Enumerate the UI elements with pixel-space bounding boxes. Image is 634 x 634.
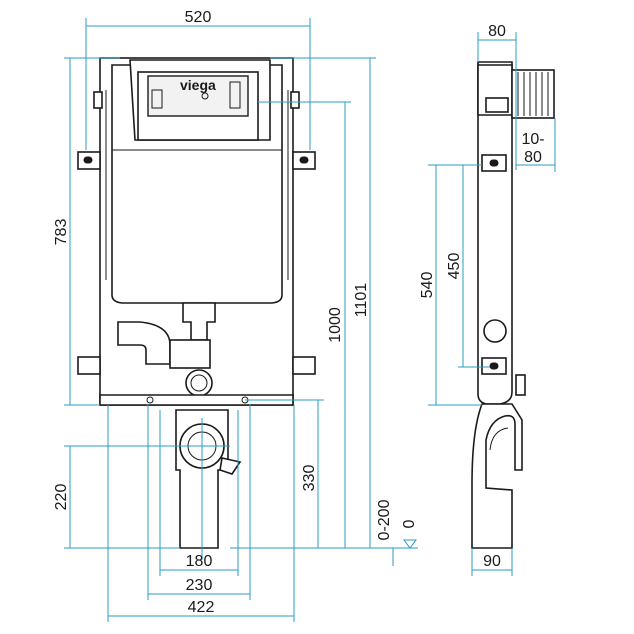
dimension-labels: 520 783 1101 1000 330 220 180 230 422 0-… xyxy=(53,9,545,616)
label-330: 330 xyxy=(301,465,318,492)
label-220: 220 xyxy=(53,484,70,511)
bolt-icon xyxy=(146,396,154,404)
mount-ear-bottom-left xyxy=(77,356,101,375)
outlet-pipe-end xyxy=(185,369,213,397)
label-230: 230 xyxy=(186,577,213,594)
label-783: 783 xyxy=(53,219,70,246)
side-waste-bend xyxy=(471,403,523,549)
floor-triangle-icon xyxy=(403,539,417,549)
viega-logo: viega xyxy=(180,77,216,93)
side-pipe-circle xyxy=(483,319,507,343)
label-10-80-line2: 80 xyxy=(524,149,542,166)
dimension-lines xyxy=(64,18,556,622)
label-180: 180 xyxy=(186,553,213,570)
side-clip-right xyxy=(290,91,300,109)
plate-clip-left xyxy=(151,89,163,109)
label-422: 422 xyxy=(188,599,215,616)
slot-icon xyxy=(489,159,499,167)
flush-button-slot xyxy=(229,81,241,109)
logo-dot xyxy=(201,92,209,100)
pipe-connector xyxy=(169,339,211,369)
label-1101: 1101 xyxy=(353,283,370,318)
inlet-bend xyxy=(117,321,171,365)
mount-ear-bottom-right xyxy=(292,356,316,375)
label-450: 450 xyxy=(446,253,463,280)
label-540: 540 xyxy=(419,272,436,299)
label-0-200: 0-200 xyxy=(376,499,393,540)
flush-plate xyxy=(147,75,249,117)
side-view xyxy=(471,61,555,549)
label-1000: 1000 xyxy=(327,307,344,343)
front-view: viega xyxy=(77,57,316,549)
side-tab xyxy=(515,374,526,396)
slot-icon xyxy=(83,156,93,164)
label-520: 520 xyxy=(185,9,212,26)
support-bracket xyxy=(219,457,242,475)
label-0: 0 xyxy=(401,519,418,528)
side-clip-left xyxy=(93,91,103,109)
label-10-80-line1: 10- xyxy=(521,131,544,148)
slot-icon xyxy=(299,156,309,164)
outlet-pipe-inner xyxy=(190,374,208,392)
bend-inner xyxy=(489,427,509,451)
side-flush-box xyxy=(511,69,555,119)
side-valve xyxy=(485,97,509,113)
label-90: 90 xyxy=(483,553,501,570)
label-80: 80 xyxy=(488,23,506,40)
slot-icon xyxy=(489,362,499,370)
